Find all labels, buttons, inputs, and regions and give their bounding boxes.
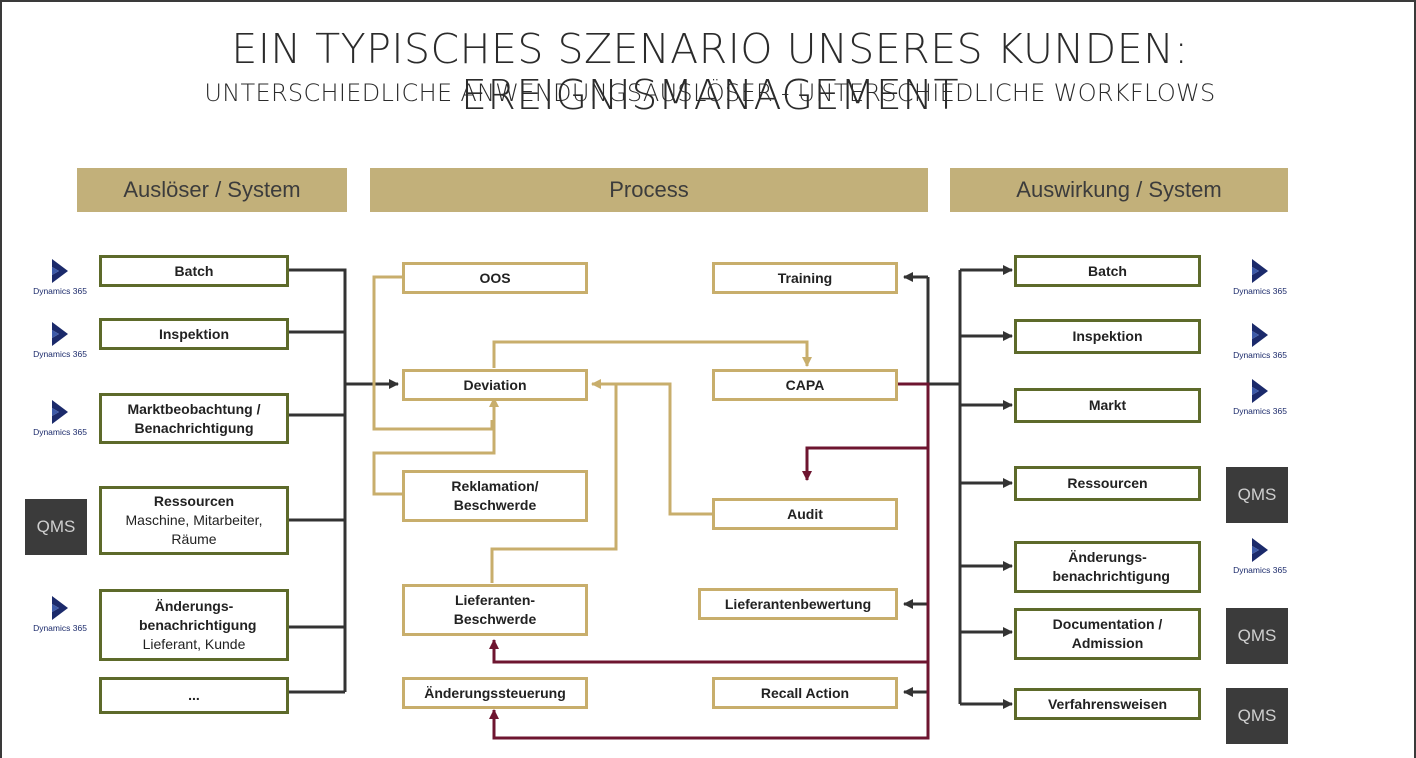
- process-box-recall-action[interactable]: Recall Action: [712, 677, 898, 709]
- dynamics-icon: [52, 259, 68, 283]
- dynamics-icon: [1252, 538, 1268, 562]
- left-box-marktbeobachtung[interactable]: Marktbeobachtung / Benachrichtigung: [99, 393, 289, 444]
- dynamics-365-logo: Dynamics 365: [28, 595, 92, 647]
- slide-title: EIN TYPISCHES SZENARIO UNSERES KUNDEN: E…: [231, 25, 1189, 119]
- maroon-connectors: [489, 382, 930, 740]
- qms-logo: QMS: [1226, 688, 1288, 744]
- dynamics-icon: [1252, 323, 1268, 347]
- header-trigger-system: Auslöser / System: [77, 168, 347, 212]
- dynamics-icon: [52, 400, 68, 424]
- process-box-reklamation[interactable]: Reklamation/ Beschwerde: [402, 470, 588, 522]
- dynamics-365-logo: Dynamics 365: [1228, 258, 1292, 310]
- dynamics-365-logo: Dynamics 365: [1228, 537, 1292, 589]
- process-box-oos[interactable]: OOS: [402, 262, 588, 294]
- slide-subtitle: UNTERSCHIEDLICHE ANWENDUNGSAUSLÖSER - UN…: [204, 79, 1216, 107]
- left-box-inspektion[interactable]: Inspektion: [99, 318, 289, 350]
- process-box-lieferanten-beschwerde[interactable]: Lieferanten-Beschwerde: [402, 584, 588, 636]
- qms-logo: QMS: [1226, 467, 1288, 523]
- dynamics-365-logo: Dynamics 365: [1228, 378, 1292, 430]
- left-trigger-connectors: [287, 268, 399, 694]
- dynamics-icon: [1252, 259, 1268, 283]
- dynamics-icon: [1252, 379, 1268, 403]
- process-box-training[interactable]: Training: [712, 262, 898, 294]
- process-box-capa[interactable]: CAPA: [712, 369, 898, 401]
- process-gold-connectors: [372, 275, 812, 583]
- impact-connectors: [903, 265, 1013, 709]
- right-box-markt[interactable]: Markt: [1014, 388, 1201, 423]
- process-box-lieferantenbewertung[interactable]: Lieferantenbewertung: [698, 588, 898, 620]
- right-box-aenderungsbenachrichtigung[interactable]: Änderungs-benachrichtigung: [1014, 541, 1201, 593]
- process-box-deviation[interactable]: Deviation: [402, 369, 588, 401]
- left-box-more[interactable]: ...: [99, 677, 289, 714]
- left-box-batch[interactable]: Batch: [99, 255, 289, 287]
- right-box-batch[interactable]: Batch: [1014, 255, 1201, 287]
- header-process: Process: [370, 168, 928, 212]
- right-box-inspektion[interactable]: Inspektion: [1014, 319, 1201, 354]
- dynamics-icon: [52, 322, 68, 346]
- qms-logo: QMS: [25, 499, 87, 555]
- dynamics-365-logo: Dynamics 365: [28, 258, 92, 310]
- process-box-aenderungssteuerung[interactable]: Änderungssteuerung: [402, 677, 588, 709]
- process-box-audit[interactable]: Audit: [712, 498, 898, 530]
- right-box-ressourcen[interactable]: Ressourcen: [1014, 466, 1201, 501]
- qms-logo: QMS: [1226, 608, 1288, 664]
- dynamics-icon: [52, 596, 68, 620]
- dynamics-365-logo: Dynamics 365: [1228, 322, 1292, 374]
- dynamics-365-logo: Dynamics 365: [28, 399, 92, 451]
- dynamics-365-logo: Dynamics 365: [28, 321, 92, 373]
- header-impact-system: Auswirkung / System: [950, 168, 1288, 212]
- right-box-documentation-admission[interactable]: Documentation / Admission: [1014, 608, 1201, 660]
- right-box-verfahrensweisen[interactable]: Verfahrensweisen: [1014, 688, 1201, 720]
